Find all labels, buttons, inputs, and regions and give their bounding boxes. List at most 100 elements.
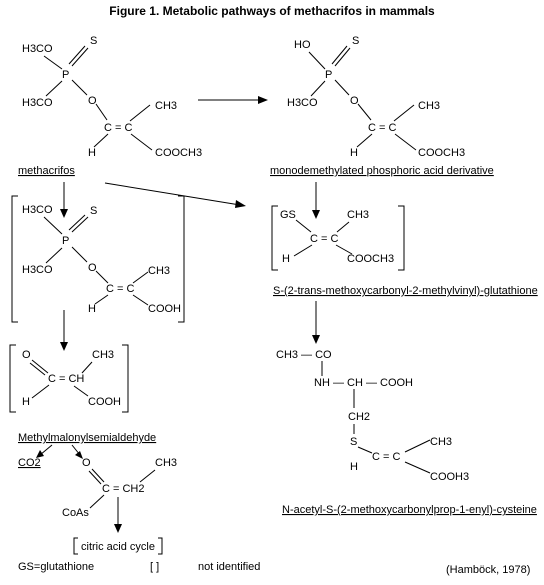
atom-p: P: [62, 69, 69, 81]
atom-ch3: CH3: [148, 265, 170, 277]
bracket-left: [11, 195, 18, 323]
bond: [139, 469, 156, 483]
atom-ceq-ch: C = CH: [48, 373, 84, 385]
atom-cec: C = C: [310, 233, 338, 245]
arrow-monodemethylated-to-gs: [312, 182, 320, 219]
atom-h: H: [22, 396, 30, 408]
citation: (Hamböck, 1978): [446, 564, 530, 576]
bond: [91, 468, 105, 483]
bond: [31, 384, 50, 399]
bond: [68, 214, 86, 231]
bond: [43, 55, 63, 70]
bond: [89, 494, 105, 509]
atom-h: H: [88, 303, 96, 315]
arrow-to-citric-cycle: [114, 497, 122, 533]
atom-o: O: [88, 95, 97, 107]
bond: [335, 244, 353, 255]
arrow-to-monodemethylated: [198, 96, 268, 104]
bond: [404, 439, 431, 453]
arrow-to-coa: [71, 444, 83, 459]
bond: [95, 270, 109, 284]
atom-h: H: [350, 461, 358, 473]
bond: [45, 247, 63, 264]
label-methacrifos: methacrifos: [18, 165, 75, 177]
atom-cec: C = C: [104, 122, 132, 134]
atom-co2: CO2: [18, 457, 41, 469]
bond: [308, 51, 326, 70]
citric-acid-cycle-box: citric acid cycle: [73, 537, 163, 555]
atom-h3co: H3CO: [22, 43, 53, 55]
bond: [295, 219, 312, 233]
bond: [393, 104, 415, 122]
atom-o: O: [88, 262, 97, 274]
bond: [71, 246, 88, 263]
figure-title: Figure 1. Metabolic pathways of methacri…: [109, 4, 435, 18]
legend-gs-definition: GS=glutathione: [18, 561, 94, 573]
bond: [334, 79, 350, 96]
glutathione-conjugate-structure: GS CH3 C = C H COOCH3 S-(2-trans-methoxy…: [271, 205, 538, 297]
cysteine-conjugate-structure: CH3 — CO NH — CH — COOH CH2 S CH3 H C = …: [276, 349, 537, 516]
bond: [73, 385, 89, 397]
atom-o: O: [82, 457, 91, 469]
bond: [356, 133, 373, 148]
legend-not-identified: not identified: [198, 561, 260, 573]
bond: [132, 271, 149, 284]
bond: [331, 45, 348, 65]
atom-cooch3: COOCH3: [418, 147, 465, 159]
atom-s: S: [352, 35, 359, 47]
atom-h: H: [350, 147, 358, 159]
bond: [357, 103, 372, 121]
bracket-left: [9, 344, 16, 413]
coa-ester-structure: O CH3 C = CH2 CoAs: [62, 457, 177, 519]
atom-ch3: CH3: [430, 436, 452, 448]
atom-h3co: H3CO: [287, 97, 318, 109]
bond: [357, 446, 373, 454]
bond: [334, 47, 351, 67]
atom-p: P: [325, 69, 332, 81]
bond: [45, 80, 63, 97]
atom-nh-ch-cooh: NH — CH — COOH: [314, 377, 413, 389]
atom-o: O: [350, 95, 359, 107]
bond: [93, 133, 109, 148]
atom-h3co: H3CO: [22, 264, 53, 276]
atom-ho: HO: [294, 39, 311, 51]
arrow-to-cysteine: [312, 301, 320, 344]
bond: [310, 80, 326, 97]
atom-h3co: H3CO: [22, 204, 53, 216]
label-glutathione-conjugate: S-(2-trans-methoxycarbonyl-2-methylvinyl…: [273, 285, 538, 297]
atom-cec: C = C: [372, 451, 400, 463]
bond: [71, 216, 89, 233]
bond: [404, 461, 431, 474]
atom-cec: C = C: [368, 122, 396, 134]
bond: [71, 47, 89, 67]
bond: [95, 103, 108, 121]
bond: [71, 79, 88, 96]
atom-coas: CoAs: [62, 507, 89, 519]
bond: [132, 294, 149, 306]
methacrifos-structure: H3CO S P H3CO O CH3 C = C H COOCH3 metha…: [18, 35, 202, 177]
monodemethylated-structure: HO S P H3CO O CH3 C = C H COOCH3 monodem…: [270, 35, 494, 177]
atom-cooh: COOH: [88, 396, 121, 408]
label-cysteine-conjugate: N-acetyl-S-(2-methoxycarbonylprop-1-enyl…: [282, 504, 537, 516]
aldehyde-intermediate-structure: O CH3 C = CH H COOH Methylmalonylsemiald…: [9, 344, 156, 444]
atom-ceq-ch2: C = CH2: [102, 483, 145, 495]
label-monodemethylated: monodemethylated phosphoric acid derivat…: [270, 165, 494, 177]
atom-o: O: [22, 349, 31, 361]
arrow-to-acid: [60, 182, 68, 218]
bond: [336, 221, 350, 233]
atom-cooch3: COOCH3: [347, 253, 394, 265]
bond: [293, 244, 313, 257]
atom-p: P: [62, 235, 69, 247]
atom-gs: GS: [280, 209, 296, 221]
atom-cec: C = C: [106, 283, 134, 295]
atom-cooch3: COOCH3: [155, 147, 202, 159]
atom-s: S: [350, 436, 357, 448]
bond: [88, 470, 102, 485]
arrow-to-glutathione-conjugate: [104, 182, 246, 208]
atom-h: H: [282, 253, 290, 265]
label-methylmalonylsemialdehyde: Methylmalonylsemialdehyde: [18, 432, 156, 444]
atom-ch3: CH3: [155, 457, 177, 469]
bracket-right: [122, 344, 129, 413]
bond: [94, 294, 109, 305]
